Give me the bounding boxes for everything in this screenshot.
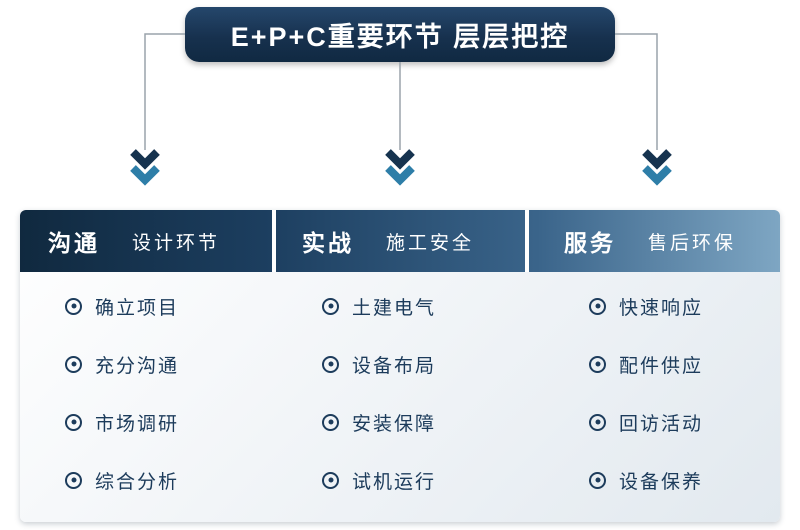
circle-dot-icon [322,413,339,431]
double-chevron-down-icon [385,149,415,186]
list-item: 确立项目 [65,277,256,335]
title-banner: E+P+C重要环节 层层把控 [185,7,615,62]
list-item: 设备布局 [322,335,513,393]
column-service-list: 快速响应 配件供应 回访活动 设备保养 [513,272,780,522]
circle-dot-icon [65,355,82,373]
list-item: 设备保养 [589,451,780,509]
list-item-label: 配件供应 [619,355,704,377]
epc-panel: 沟通 设计环节 实战 施工安全 服务 售后环保 确立项目 充分沟通 [20,210,780,522]
list-item: 快速响应 [589,277,780,335]
list-item-label: 试机运行 [352,471,437,493]
list-item-label: 确立项目 [95,297,180,319]
list-item: 配件供应 [589,335,780,393]
circle-dot-icon [589,413,606,431]
column-header-service: 服务 售后环保 [518,210,780,272]
circle-dot-icon [589,471,606,489]
column-header-sub-label: 设计环节 [132,232,221,254]
column-header-sub-label: 施工安全 [386,232,475,254]
circle-dot-icon [65,471,82,489]
column-practice-list: 土建电气 设备布局 安装保障 试机运行 [256,272,513,522]
panel-body: 确立项目 充分沟通 市场调研 综合分析 土建电气 设备布局 [20,272,780,522]
column-header-bold-label: 实战 [302,230,354,256]
column-header-bold-label: 沟通 [48,230,100,256]
list-item-label: 土建电气 [352,297,437,319]
column-header-communication: 沟通 设计环节 [20,210,264,272]
circle-dot-icon [65,297,82,315]
list-item: 安装保障 [322,393,513,451]
list-item-label: 综合分析 [95,471,180,493]
list-item: 回访活动 [589,393,780,451]
list-item-label: 安装保障 [352,413,437,435]
circle-dot-icon [589,355,606,373]
column-header-practice: 实战 施工安全 [264,210,518,272]
list-item-label: 设备布局 [352,355,437,377]
circle-dot-icon [322,297,339,315]
column-header-sub-label: 售后环保 [648,232,737,254]
column-communication-list: 确立项目 充分沟通 市场调研 综合分析 [20,272,256,522]
circle-dot-icon [322,355,339,373]
list-item: 市场调研 [65,393,256,451]
title-banner-label: E+P+C重要环节 层层把控 [230,22,570,52]
header-divider [525,210,529,272]
list-item-label: 市场调研 [95,413,180,435]
circle-dot-icon [589,297,606,315]
column-header-bold-label: 服务 [564,230,616,256]
list-item-label: 充分沟通 [95,355,180,377]
double-chevron-down-icon [130,149,160,186]
list-item-label: 设备保养 [619,471,704,493]
list-item-label: 回访活动 [619,413,704,435]
double-chevron-down-icon [642,149,672,186]
panel-header-band: 沟通 设计环节 实战 施工安全 服务 售后环保 [20,210,780,272]
list-item: 试机运行 [322,451,513,509]
list-item: 综合分析 [65,451,256,509]
connector-lines [130,33,672,186]
list-item-label: 快速响应 [619,297,704,319]
list-item: 土建电气 [322,277,513,335]
list-item: 充分沟通 [65,335,256,393]
header-divider [272,210,276,272]
circle-dot-icon [65,413,82,431]
circle-dot-icon [322,471,339,489]
